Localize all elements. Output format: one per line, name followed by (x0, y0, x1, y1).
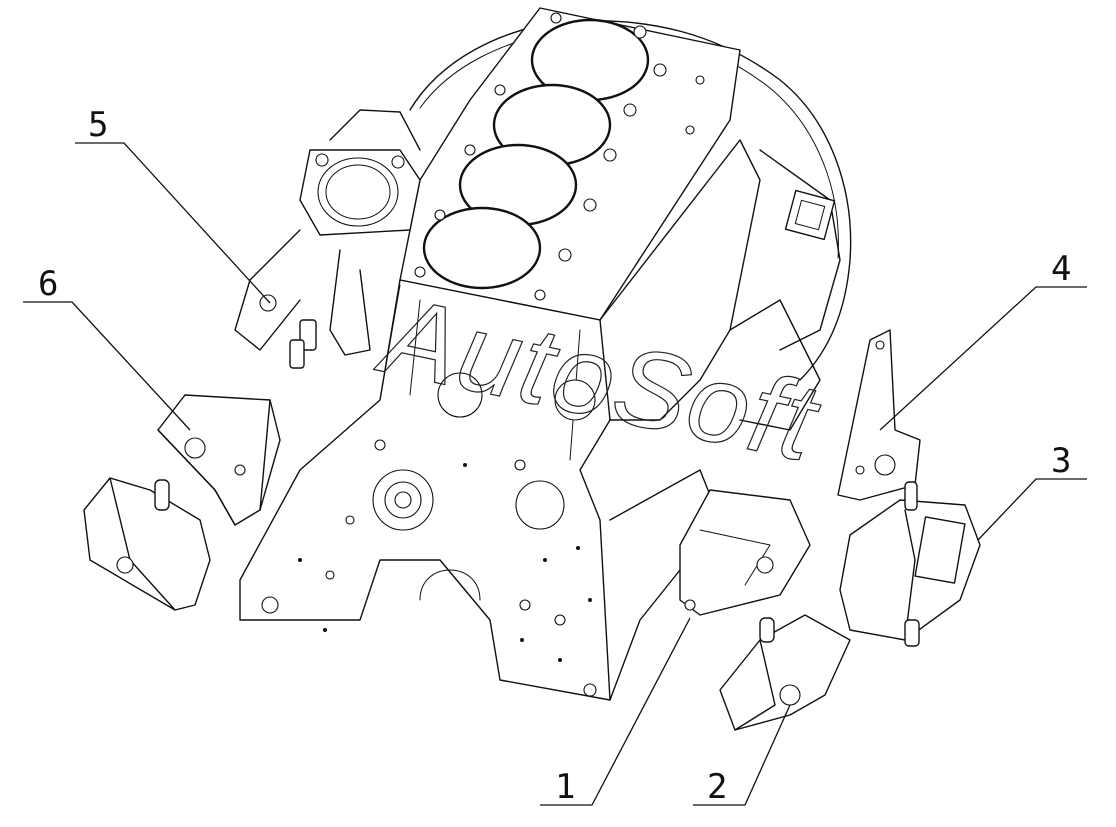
water-outlet (299, 109, 421, 236)
callout-1: 1 (555, 767, 575, 807)
leader-lines (23, 142, 1087, 806)
cylinder-block-body (239, 139, 821, 701)
rear-mount-bracket (679, 489, 811, 616)
cylinder-deck (399, 7, 741, 321)
callout-3: 3 (1051, 441, 1071, 481)
leader-3 (977, 478, 1087, 541)
leader-1 (540, 617, 691, 806)
leader-5 (75, 142, 271, 304)
callout-2: 2 (707, 767, 727, 807)
cylinder-bore-4 (422, 206, 542, 290)
callout-5: 5 (88, 105, 108, 145)
leader-6 (23, 301, 191, 431)
mount-bracket-right (837, 329, 921, 501)
rear-mount-damper (719, 614, 851, 731)
engine-mount (839, 481, 981, 647)
leader-4 (879, 286, 1087, 431)
left-mount-damper (83, 477, 211, 611)
callout-6: 6 (38, 264, 58, 304)
left-side-details (234, 229, 371, 369)
callout-4: 4 (1051, 249, 1071, 289)
flywheel-housing (409, 19, 852, 381)
leader-2 (693, 704, 791, 806)
